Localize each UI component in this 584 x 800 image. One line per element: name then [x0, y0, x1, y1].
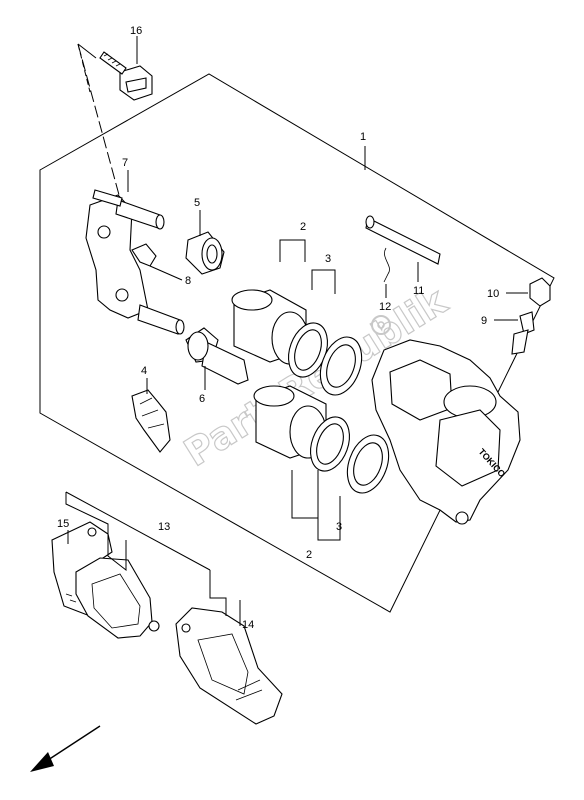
callout-2-lower: 2: [306, 549, 312, 561]
caliper-housing: TOKICO: [371, 339, 521, 525]
caliper-bracket-7: [85, 189, 185, 335]
callout-2-upper: 2: [300, 221, 306, 233]
clip-12: [383, 247, 390, 283]
leader-8: [149, 265, 183, 281]
gear-icon: [371, 315, 391, 335]
callout-10: 10: [487, 288, 499, 300]
boot-5: [185, 231, 225, 275]
seal-upper-b: [319, 336, 363, 396]
callout-3-upper: 3: [325, 253, 331, 265]
leader-16-dash: [77, 43, 97, 59]
seal-upper-a: [288, 322, 328, 378]
bleeder-cap-10: [529, 277, 551, 307]
callout-12: 12: [379, 301, 391, 313]
callout-6: 6: [199, 393, 205, 405]
callout-4: 4: [141, 365, 147, 377]
clip-8: [131, 243, 157, 267]
brake-pad-b: [175, 607, 283, 725]
callout-11: 11: [413, 285, 424, 297]
brake-pad-a: [75, 557, 160, 639]
bolt-16: [99, 51, 153, 101]
leader-2a-3a: [279, 239, 336, 294]
bleeder-valve-9: [511, 311, 535, 355]
callout-14: 14: [242, 619, 254, 631]
leader-13-14: [65, 491, 241, 626]
callout-7: 7: [122, 157, 128, 169]
callout-3-lower: 3: [336, 521, 342, 533]
callout-15: 15: [57, 518, 69, 530]
leader-16-a: [77, 43, 91, 93]
pad-spring-4: [131, 389, 171, 453]
pin-boot-6: [185, 327, 249, 385]
callout-9: 9: [481, 315, 487, 327]
front-arrow-icon: [30, 725, 101, 772]
callout-1: 1: [360, 131, 366, 143]
leader-2b-3b: [291, 470, 341, 541]
callout-16: 16: [130, 25, 142, 37]
callout-13: 13: [158, 521, 170, 533]
pad-pin-11: [365, 215, 441, 265]
callout-5: 5: [194, 197, 200, 209]
seal-lower-b: [346, 434, 390, 494]
seal-lower-a: [310, 416, 350, 472]
callout-8: 8: [185, 275, 191, 287]
